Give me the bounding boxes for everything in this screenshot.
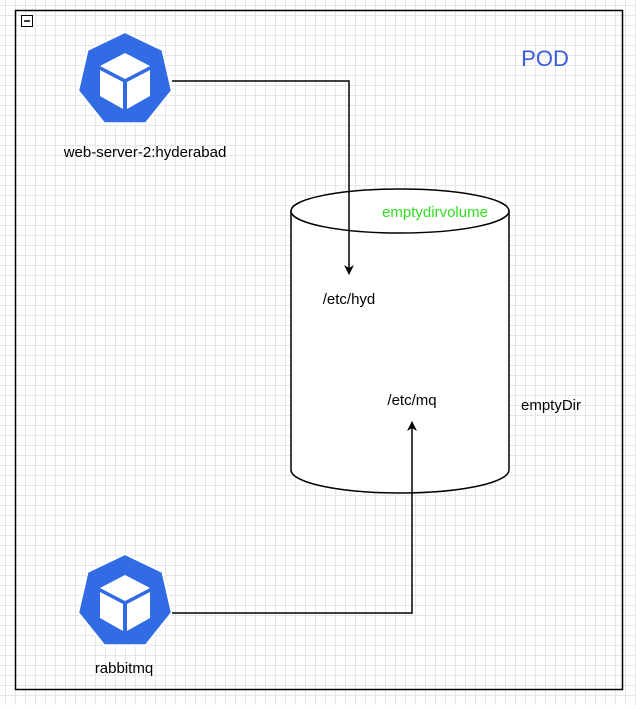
collapse-toggle[interactable]: [21, 15, 33, 27]
pod-label: POD: [521, 46, 569, 71]
emptydir-volume-cylinder[interactable]: [290, 188, 510, 494]
web-server-container-label: web-server-2:hyderabad: [63, 144, 227, 161]
mount-path-hyd: /etc/hyd: [323, 291, 376, 308]
kubernetes-container-icon[interactable]: [77, 31, 173, 125]
connector-webserver-to-hyd[interactable]: [172, 80, 354, 275]
connector-rabbitmq-to-mq[interactable]: [172, 421, 417, 614]
rabbitmq-container-label: rabbitmq: [95, 660, 153, 677]
volume-type-label: emptyDir: [521, 397, 581, 414]
pod-boundary: [14, 9, 624, 691]
kubernetes-container-icon[interactable]: [77, 553, 173, 647]
mount-path-mq: /etc/mq: [387, 392, 436, 409]
volume-name: emptydirvolume: [382, 204, 488, 221]
